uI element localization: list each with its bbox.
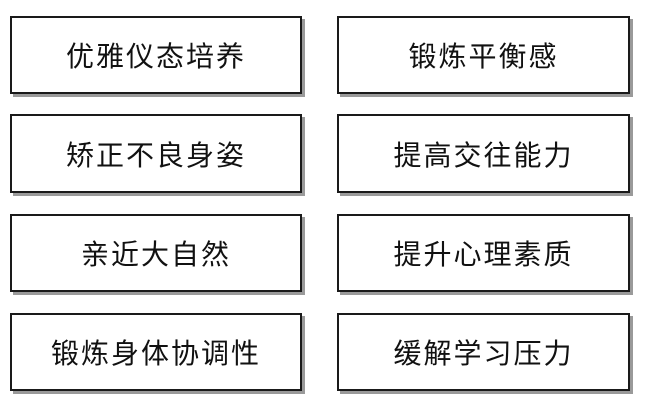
benefit-box-nature: 亲近大自然 [10,214,302,292]
benefit-label: 锻炼平衡感 [408,40,559,73]
benefit-box-study-stress: 缓解学习压力 [337,313,630,391]
benefit-box-correct-posture: 矫正不良身姿 [10,114,302,193]
benefit-label: 锻炼身体协调性 [50,337,261,370]
benefit-box-psychology: 提升心理素质 [337,214,630,292]
benefit-label: 亲近大自然 [80,238,231,271]
benefit-label: 提高交往能力 [393,138,574,172]
benefit-box-graceful-posture: 优雅仪态培养 [10,16,302,94]
benefit-label: 矫正不良身姿 [65,138,246,172]
benefit-box-coordination: 锻炼身体协调性 [10,313,302,391]
benefit-label: 提升心理素质 [393,238,574,271]
benefit-label: 优雅仪态培养 [65,40,246,73]
benefit-box-social-skills: 提高交往能力 [337,114,630,193]
benefit-box-balance: 锻炼平衡感 [337,16,630,94]
benefit-label: 缓解学习压力 [393,337,574,370]
